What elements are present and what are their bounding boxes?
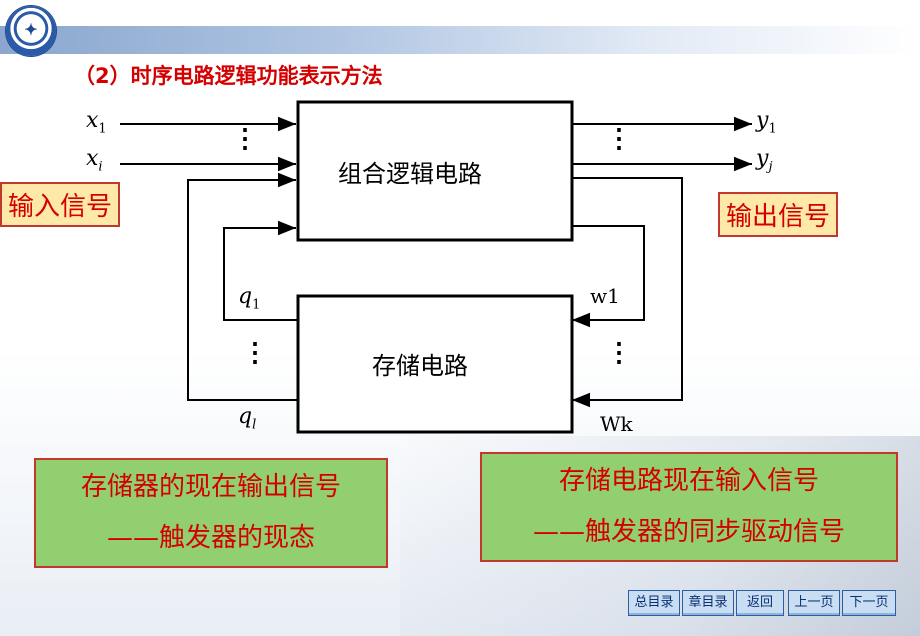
feedback-ql-line: [187, 172, 298, 401]
storage-block-title: 存储电路: [372, 352, 468, 380]
label-yj: yj: [756, 146, 773, 175]
storage-block: [296, 294, 574, 434]
nav-contents-button[interactable]: 总目录: [628, 590, 680, 616]
university-logo: ✦: [6, 6, 56, 56]
excitation-w1-line: [572, 225, 645, 328]
header-bar: [0, 26, 920, 54]
storage-input-note-line2: ——触发器的同步驱动信号: [532, 517, 845, 547]
output-signal-tag: 输出信号: [718, 192, 839, 237]
slide-heading: （2）时序电路逻辑功能表示方法: [74, 64, 383, 88]
ellipsis-outputs: ⋮: [606, 124, 632, 154]
label-y1: y1: [756, 108, 777, 137]
combinational-block-title: 组合逻辑电路: [338, 160, 482, 188]
label-wk: Wk: [600, 412, 633, 436]
storage-input-note-line1: 存储电路现在输入信号: [558, 466, 819, 496]
nav-prev-button[interactable]: 上一页: [788, 590, 840, 616]
input-signal-tag: 输入信号: [0, 182, 121, 227]
label-ql: ql: [238, 404, 257, 433]
storage-input-note: 存储电路现在输入信号 ——触发器的同步驱动信号: [480, 452, 898, 562]
nav-back-button[interactable]: 返回: [736, 590, 784, 616]
logo-emblem-icon: ✦: [24, 20, 38, 39]
label-q1: q1: [238, 284, 261, 313]
excitation-wk-line: [572, 177, 683, 408]
combinational-block: [296, 100, 574, 242]
storage-output-note: 存储器的现在输出信号 ——触发器的现态: [34, 458, 388, 568]
label-x1: x1: [86, 108, 107, 137]
storage-output-note-line2: ——触发器的现态: [106, 523, 315, 553]
label-w1: w1: [590, 284, 620, 308]
label-xi: xi: [86, 146, 103, 175]
nav-chapter-button[interactable]: 章目录: [682, 590, 734, 616]
feedback-q1-line: [223, 220, 298, 321]
ellipsis-inputs: ⋮: [232, 124, 258, 154]
ellipsis-q: ⋮: [242, 338, 268, 368]
ellipsis-w: ⋮: [606, 338, 632, 368]
nav-next-button[interactable]: 下一页: [842, 590, 896, 616]
storage-output-note-line1: 存储器的现在输出信号: [80, 472, 341, 502]
